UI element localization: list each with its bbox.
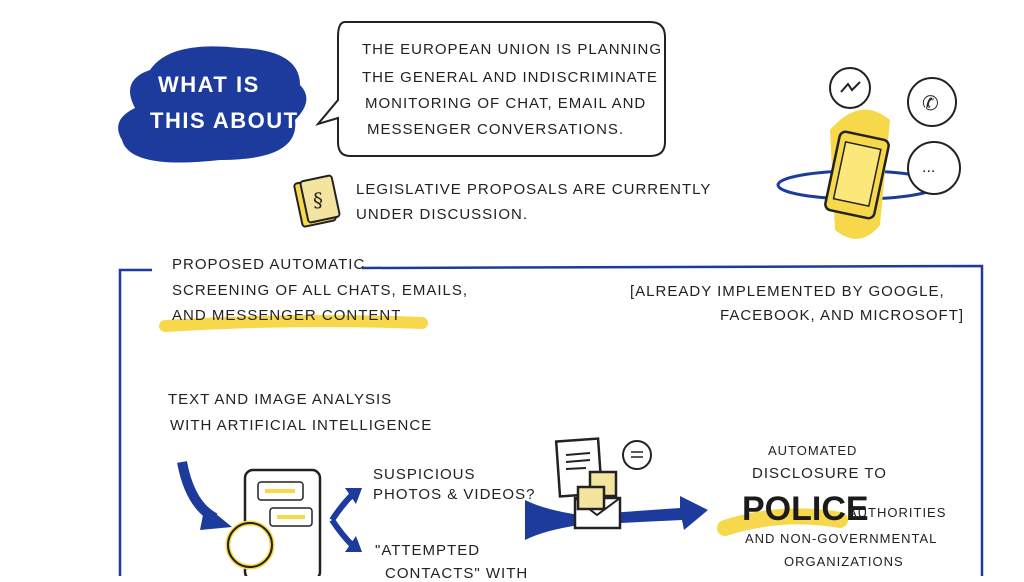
police-label: POLICE bbox=[742, 490, 869, 528]
analysis-line: Text and image analysis bbox=[168, 391, 393, 408]
svg-text:...: ... bbox=[922, 159, 935, 176]
disclosure-line: disclosure to bbox=[752, 465, 887, 482]
box-heading-line: and messenger content bbox=[172, 307, 402, 324]
bubble-line: the general and indiscriminate bbox=[362, 69, 658, 86]
bubble-line: messenger conversations. bbox=[367, 121, 625, 138]
tablet-icon bbox=[225, 468, 322, 576]
title-line-1: What is bbox=[158, 72, 260, 97]
bubble-line: The European Union is planning bbox=[362, 41, 663, 58]
legislation-line: Legislative proposals are currently bbox=[356, 181, 712, 198]
disclosure-line: and non-governmental bbox=[745, 531, 938, 546]
authorities-label: authorities bbox=[848, 505, 947, 520]
svg-text:§: § bbox=[313, 188, 323, 212]
highlight bbox=[159, 315, 428, 332]
svg-text:✆: ✆ bbox=[922, 93, 939, 115]
paragraph-book-icon: § bbox=[293, 174, 341, 228]
bubble-line: monitoring of chat, email and bbox=[365, 95, 647, 112]
title-blob bbox=[118, 46, 307, 163]
envelope-icon bbox=[554, 437, 652, 530]
disclosure-line: organizations bbox=[784, 554, 904, 569]
bracket-note-line: [Already implemented by Google, bbox=[630, 283, 945, 300]
suspicious-line: Suspicious bbox=[373, 466, 476, 483]
box-frame bbox=[118, 264, 984, 576]
split-arrow bbox=[329, 492, 355, 548]
police-highlight bbox=[717, 508, 848, 536]
speech-bubble bbox=[315, 21, 666, 157]
analysis-line: with artificial intelligence bbox=[170, 417, 433, 434]
box-heading-line: Proposed automatic bbox=[172, 256, 366, 273]
title-line-2: this about? bbox=[150, 108, 314, 133]
attempted-line: contacts" with bbox=[385, 565, 529, 582]
box-heading-line: screening of all chats, emails, bbox=[172, 282, 469, 299]
legislation-line: under discussion. bbox=[356, 206, 529, 223]
bracket-note-line: Facebook, and Microsoft] bbox=[720, 307, 965, 324]
attempted-line: "Attempted bbox=[375, 542, 481, 559]
disclosure-line: Automated bbox=[768, 443, 858, 458]
phone-illustration: ✆ ... bbox=[776, 67, 961, 239]
suspicious-line: photos & videos? bbox=[373, 486, 536, 503]
